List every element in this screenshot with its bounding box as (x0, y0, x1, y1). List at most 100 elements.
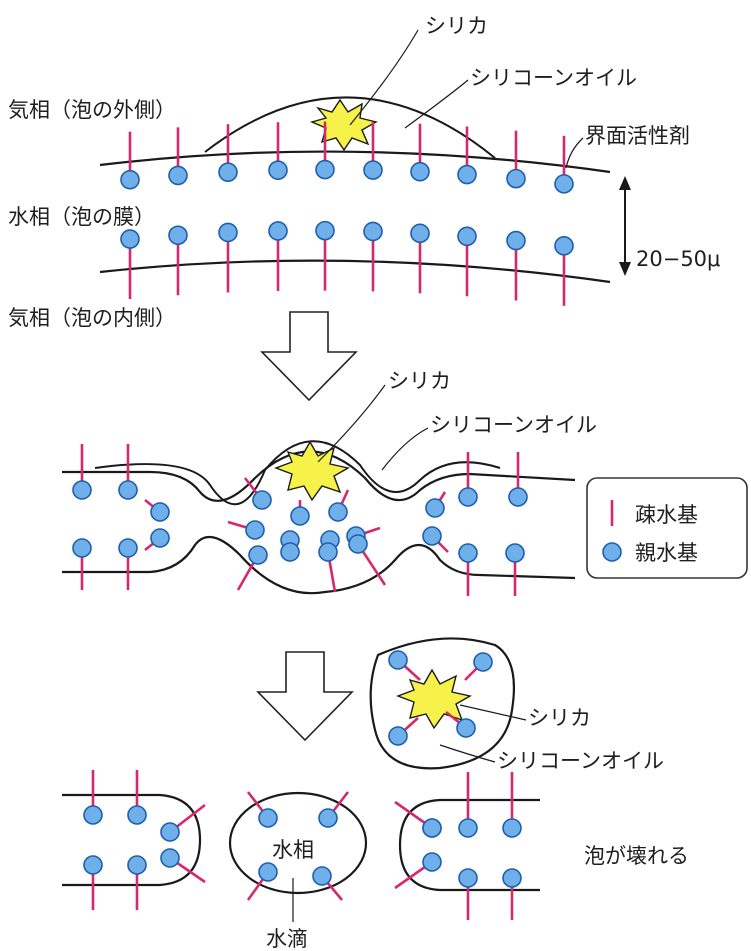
hydrophilic-head (315, 159, 335, 180)
hydrophilic-head (318, 808, 338, 828)
hydrophilic-head (410, 223, 430, 244)
silicone-oil-lens-1 (204, 96, 496, 159)
hydrophilic-head (245, 520, 265, 540)
hydrophilic-head (363, 160, 383, 180)
hydrophilic-head (218, 162, 238, 182)
hydrophilic-head (457, 226, 477, 247)
surfactant-leader (565, 137, 584, 169)
down-arrow-1 (260, 311, 358, 402)
silica-particle-1 (309, 98, 378, 152)
hydrophilic-head (318, 542, 338, 562)
hydrophilic-legend-swatch (602, 542, 622, 562)
silicone-oil-leader-3 (439, 744, 496, 763)
legend-hydrophobic-label: 疎水基 (635, 503, 698, 527)
hydrophilic-head (160, 848, 180, 868)
down-arrow-2 (256, 651, 354, 742)
hydrophilic-head (258, 862, 278, 882)
hydrophilic-head (505, 543, 525, 563)
thickness-label: 20−50μ (636, 247, 720, 271)
silicone-oil-leader-2 (381, 427, 429, 471)
surfactant-row-upper (120, 121, 574, 194)
hydrophilic-head (458, 487, 478, 507)
hydrophilic-head (425, 498, 445, 518)
stage-1-foam-film (99, 96, 631, 306)
hydrophilic-head (388, 726, 408, 746)
legend-hydrophilic-label: 親水基 (635, 541, 698, 565)
hydrophilic-head (458, 868, 478, 888)
broken-film-left (62, 793, 202, 887)
hydrophilic-head (506, 230, 526, 251)
hydrophilic-head (127, 805, 147, 825)
water-drop (228, 791, 368, 895)
hydrophilic-head (290, 506, 310, 526)
hydrophilic-head (315, 220, 335, 241)
silica-label-2: シリカ (388, 369, 451, 393)
hydrophilic-head (258, 808, 278, 828)
hydrophilic-head (252, 490, 272, 510)
hydrophilic-head (248, 545, 268, 565)
hydrophilic-head (473, 652, 493, 672)
hydrophilic-head (502, 818, 522, 838)
surfactant-row-lower (120, 220, 574, 306)
hydrophilic-head (422, 526, 442, 546)
hydrophilic-head (458, 543, 478, 563)
hydrophilic-head (72, 538, 92, 558)
hydrophilic-head (120, 229, 140, 249)
hydrophilic-head (508, 487, 528, 507)
water-drop-label: 水滴 (266, 927, 308, 951)
silica-particle-3 (396, 668, 472, 730)
hydrophilic-head (160, 822, 180, 842)
hydrophilic-head (457, 164, 477, 185)
silicone-oil-label-2: シリコーンオイル (430, 413, 597, 437)
hydrophilic-head (456, 718, 476, 738)
hydrophilic-head (554, 236, 574, 256)
hydrophilic-head (268, 221, 288, 241)
hydrophilic-head (458, 818, 478, 838)
oil-droplet-with-silica (369, 637, 516, 770)
surfactants-stage-2 (72, 444, 528, 596)
hydrophilic-head (118, 480, 138, 500)
hydrophilic-head (168, 225, 188, 246)
hydrophilic-head (348, 534, 368, 554)
silicone-oil-label-1: シリコーンオイル (470, 66, 637, 90)
silica-leader-2 (317, 384, 386, 463)
hydrophilic-head (312, 866, 332, 886)
gas-inside-label: 気相（泡の内側） (8, 306, 176, 330)
hydrophilic-head (218, 222, 238, 243)
water-phase-label: 水相 (272, 838, 314, 862)
gas-outside-label: 気相（泡の外側） (8, 98, 176, 122)
legend (586, 477, 748, 579)
hydrophilic-head (168, 165, 188, 186)
silicone-oil-label-3: シリコーンオイル (497, 749, 664, 773)
hydrophilic-head (363, 221, 383, 242)
hydrophilic-head (410, 161, 430, 182)
hydrophilic-head (506, 168, 526, 189)
hydrophilic-head (150, 502, 170, 522)
hydrophilic-head (328, 502, 348, 522)
hydrophilic-head (120, 169, 140, 190)
silica-label-3: シリカ (528, 706, 591, 730)
film-bottom-wall-2 (62, 535, 576, 595)
film-top-wall-1 (99, 150, 611, 174)
hydrophilic-head (280, 542, 300, 562)
bubble-breaks-label: 泡が壊れる (584, 844, 689, 868)
hydrophilic-head (422, 852, 442, 872)
hydrophilic-head (83, 805, 103, 825)
surfactants-stage-3 (83, 770, 522, 920)
silica-particle-2 (274, 440, 350, 502)
hydrophilic-head (127, 855, 147, 875)
hydrophilic-head (268, 160, 288, 181)
hydrophilic-head (502, 868, 522, 888)
silica-leader-1 (349, 29, 419, 126)
silica-label-1: シリカ (425, 14, 488, 38)
hydrophilic-head (554, 174, 574, 194)
stage-2-oil-spreading (62, 440, 576, 596)
silicone-oil-leader-1 (404, 79, 469, 129)
oil-bridge-outer (94, 440, 501, 506)
surfactants-oil-droplet (388, 650, 493, 746)
hydrophilic-head (422, 818, 442, 838)
hydrophilic-head (118, 538, 138, 558)
hydrophilic-head (388, 650, 408, 670)
hydrophilic-head (150, 528, 170, 548)
